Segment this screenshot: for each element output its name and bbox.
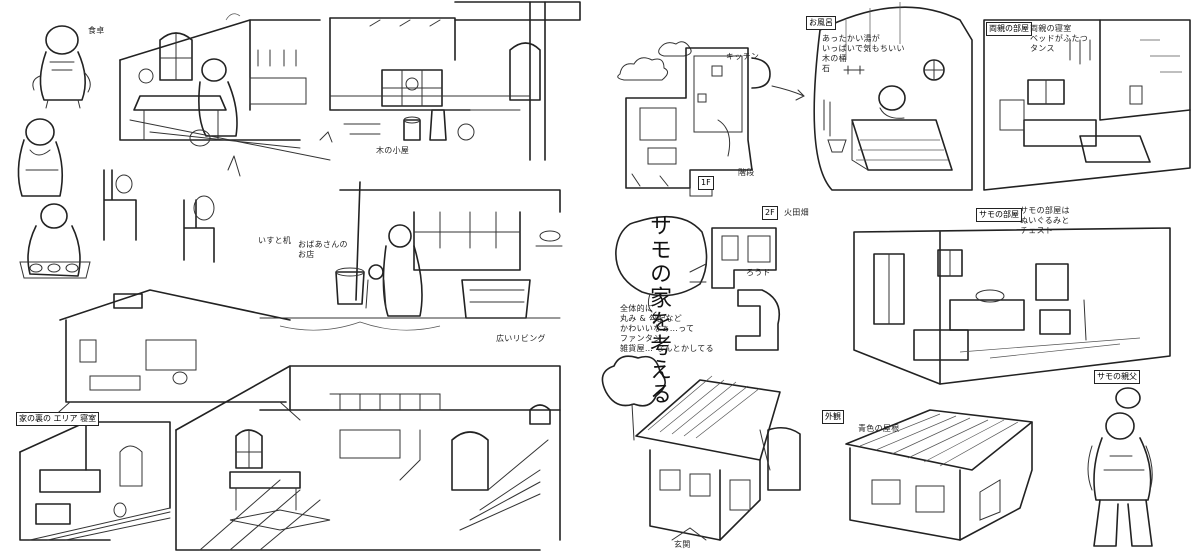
shed-note: 木の小屋 — [376, 146, 410, 155]
floor2-label: 2F — [762, 206, 778, 220]
title-bubble — [615, 215, 708, 297]
chair-studies — [103, 169, 215, 263]
parents-bedroom-sketch — [983, 19, 1191, 191]
bath-note: あったかい湯が いっぱいで気もちいい 木の桶 石 — [822, 34, 905, 73]
cloud-doodles — [617, 41, 692, 81]
market-stall-sketch — [259, 181, 563, 331]
bedroom-note: 両親の寝室 ベッドがふたつ タンス — [1030, 24, 1089, 53]
kitchen-label: キッチン — [726, 52, 760, 61]
bottomleft-note: 家の裏の エリア 寝室 — [16, 412, 100, 426]
title-line-1: サモの家を — [646, 214, 671, 334]
bedroom-label: 両親の部屋 — [986, 22, 1032, 36]
roundness-note: 全体的に 丸み & 勾配など かわいいなぁ…って ファンタジー 雑貨屋… なんと… — [620, 304, 714, 353]
market-note: おばあさんの お店 — [298, 240, 348, 259]
entrance-label: 玄関 — [674, 540, 691, 549]
stairs-label: 階段 — [738, 168, 755, 177]
bubble-tail — [647, 293, 657, 321]
character-study-low — [19, 203, 91, 279]
floor-plan-2f — [689, 227, 781, 351]
house-cutaway-small — [49, 289, 301, 421]
street-shop-sketch — [329, 1, 581, 161]
title-line-2: 考える — [646, 334, 671, 406]
room-note: サモの部屋は ぬいぐるみと チェスト — [1020, 206, 1070, 235]
character-study-top — [32, 25, 91, 109]
stairs-up-label: ろうド — [746, 268, 771, 277]
bath-room-sketch — [813, 2, 973, 191]
house-cutaway-large — [175, 365, 561, 551]
samo-room-sketch — [853, 227, 1171, 385]
kitchen-interior-sketch — [119, 13, 331, 161]
floor1-label: 1F — [698, 176, 714, 190]
cottage-exterior-left — [601, 355, 801, 541]
floor-plan-1f — [625, 47, 771, 197]
exterior-label: 外観 — [822, 410, 844, 424]
dining-note: 食卓 — [88, 26, 105, 35]
bath-label: お風呂 — [806, 16, 836, 30]
sheet-title: サモの家を考える — [644, 214, 672, 406]
exterior-sub: 青色の屋根 — [858, 424, 900, 433]
bottom-left-room — [19, 421, 171, 541]
arrow-up-mid — [319, 131, 333, 143]
bottom-caption: 広いリビング — [496, 334, 546, 343]
arrow-plan-to-bath — [771, 85, 805, 101]
chair-note: いすと机 — [258, 236, 292, 245]
father-character-sketch — [1087, 387, 1153, 547]
arrow-cottage — [759, 429, 771, 471]
floor2-upper-label: 火田畑 — [784, 208, 809, 217]
character-label: サモの親父 — [1094, 370, 1140, 384]
arrow-up-left — [227, 155, 241, 177]
room-label: サモの部屋 — [976, 208, 1022, 222]
character-study-mid — [17, 118, 64, 197]
cottage-exterior-right — [845, 409, 1033, 541]
